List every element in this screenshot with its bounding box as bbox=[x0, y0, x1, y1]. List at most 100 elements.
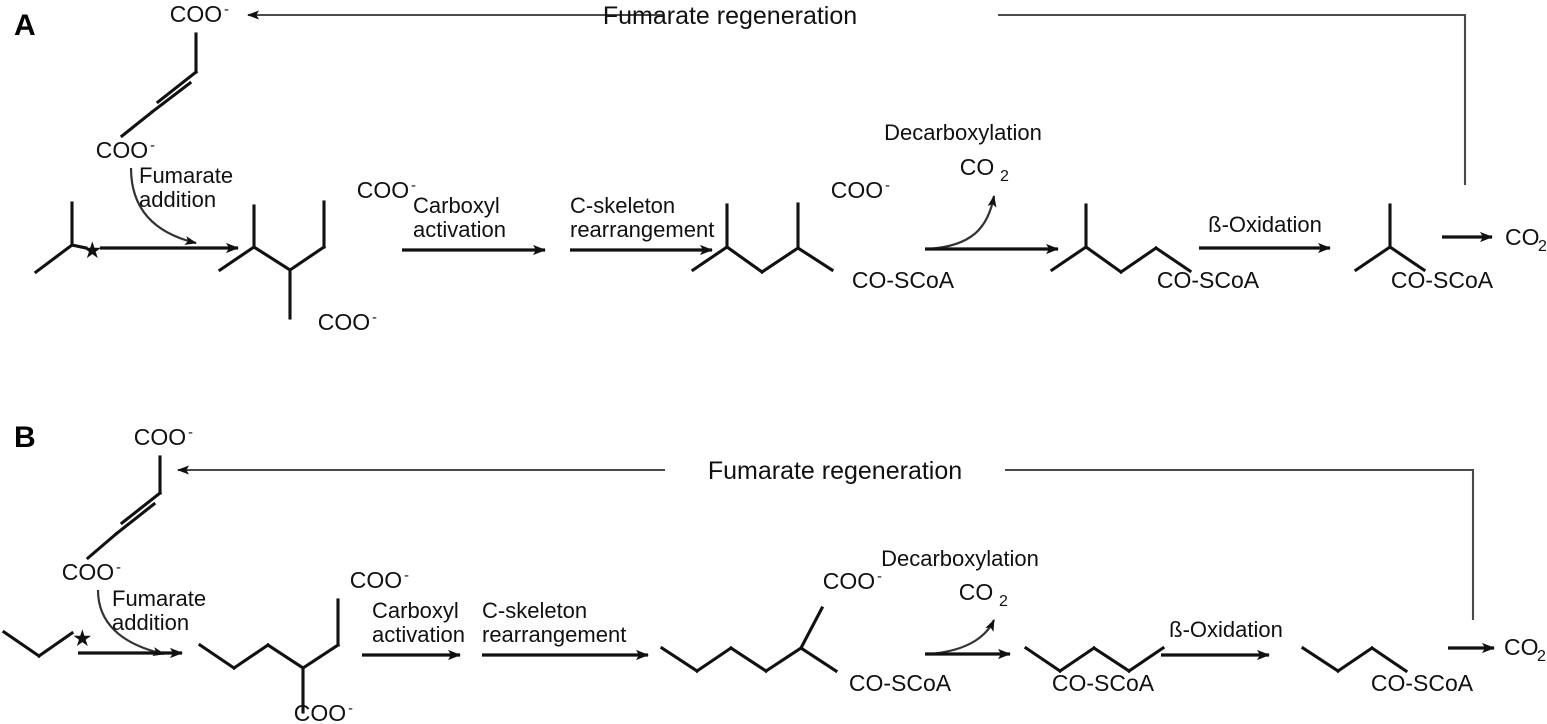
m3b-carboxylate-charge: - bbox=[877, 568, 882, 585]
m3-coa-thioester: CO-SCoA bbox=[852, 267, 955, 293]
fumarate-bottom-charge: - bbox=[150, 137, 155, 154]
panel-b-terminal-co2-subscript: 2 bbox=[1537, 648, 1546, 665]
m4-c3-c4 bbox=[1118, 245, 1159, 275]
panel-b-step-fumarate-addition-line2: addition bbox=[112, 610, 189, 635]
panel-b-molecule-decarboxylated: CO-SCoA bbox=[1023, 645, 1166, 696]
m2-methyl-left bbox=[217, 244, 257, 273]
panel-b-letter: B bbox=[14, 421, 36, 454]
m5b-c3-to-coa bbox=[1369, 645, 1409, 674]
m2b-c3-c4 bbox=[265, 642, 306, 671]
panel-a-molecule-succinate-adduct: COO - COO - bbox=[217, 177, 416, 335]
m2-bottom-carboxylate-charge: - bbox=[372, 309, 377, 326]
m5-methyl-left bbox=[1353, 244, 1393, 273]
panel-a-terminal-co2: CO bbox=[1505, 224, 1540, 250]
fumarate-top-carboxylate: COO bbox=[170, 1, 222, 27]
panel-b-decarboxylation-co2-subscript: 2 bbox=[999, 593, 1008, 610]
m5b-c1-c2 bbox=[1300, 645, 1341, 674]
panel-a-step-fumarate-addition-line2: addition bbox=[139, 187, 216, 212]
m3b-c2-c3 bbox=[694, 645, 734, 674]
m5b-c2-c3 bbox=[1335, 645, 1375, 674]
panel-a-step-rearrangement-line2: rearrangement bbox=[570, 217, 714, 242]
substrate-to-star bbox=[70, 243, 88, 250]
panel-a-fumarate-molecule: COO - COO - bbox=[96, 1, 229, 163]
m4b-c3-c4 bbox=[1091, 645, 1132, 674]
m4b-c1-c2 bbox=[1023, 645, 1063, 674]
m4-methyl-left bbox=[1049, 244, 1089, 273]
m4b-c2-c3 bbox=[1057, 645, 1097, 674]
panel-b-molecule-shortened-acyl-coa: CO-SCoA bbox=[1300, 645, 1474, 696]
m2b-c1-c2 bbox=[197, 642, 237, 671]
m2-bottom-carboxylate: COO bbox=[318, 309, 370, 335]
m2-c2-to-c3 bbox=[287, 244, 327, 273]
m3-c4-to-coa bbox=[795, 245, 835, 273]
panel-b-star-marker: ★ bbox=[72, 625, 93, 651]
m4-coa-thioester: CO-SCoA bbox=[1157, 267, 1260, 293]
m2-top-carboxylate-charge: - bbox=[411, 177, 416, 194]
panel-a-star-marker: ★ bbox=[82, 237, 103, 263]
panel-b-fumarate-regeneration-path bbox=[177, 465, 1475, 620]
panel-b-substrate-linear-alkane: ★ bbox=[1, 625, 93, 659]
panel-a-step-carboxyl-activation-line1: Carboxyl bbox=[413, 193, 500, 218]
panel-b-step-carboxyl-activation-line1: Carboxyl bbox=[372, 598, 459, 623]
panel-a-terminal-co2-subscript: 2 bbox=[1538, 238, 1547, 255]
m3-c3-c4 bbox=[759, 245, 801, 275]
panel-a-molecule-decarboxylated: CO-SCoA bbox=[1049, 203, 1260, 293]
panel-b-step-decarboxylation-label: Decarboxylation bbox=[881, 546, 1039, 571]
panel-b-step-rearrangement-line2: rearrangement bbox=[482, 622, 626, 647]
substrate-methyl-left bbox=[33, 242, 75, 275]
m2b-bottom-carboxylate: COO bbox=[294, 700, 346, 724]
fumarate-b-top-charge: - bbox=[188, 424, 193, 441]
m2-top-carboxylate: COO bbox=[357, 177, 409, 203]
panel-b-step-fumarate-addition-line1: Fumarate bbox=[112, 586, 206, 611]
panel-a-substrate-branched-alkane: ★ bbox=[33, 201, 103, 275]
fumarate-double-bond-inner bbox=[149, 80, 193, 115]
panel-b-decarboxylation-co2: CO bbox=[959, 579, 994, 605]
panel-a-step-decarboxylation-label: Decarboxylation bbox=[884, 120, 1042, 145]
panel-b-cycle-label: Fumarate regeneration bbox=[708, 457, 962, 485]
panel-a-molecule-rearranged: COO - CO-SCoA bbox=[690, 177, 955, 293]
m2-to-c2 bbox=[251, 244, 293, 273]
panel-a-step-beta-oxidation-label: ß-Oxidation bbox=[1208, 212, 1322, 237]
m3-carboxylate-charge: - bbox=[885, 177, 890, 194]
m5-to-coa bbox=[1387, 244, 1427, 273]
m3-c2-c3 bbox=[724, 244, 765, 275]
panel-a-step-fumarate-addition-line1: Fumarate bbox=[139, 163, 233, 188]
panel-b-co2-release-curve bbox=[927, 619, 995, 656]
m3b-c5-to-coa bbox=[798, 645, 839, 674]
panel-a-fumarate-addition-curve bbox=[129, 167, 197, 245]
panel-b-terminal-co2: CO bbox=[1504, 634, 1539, 660]
m2b-c4-c5 bbox=[300, 642, 341, 671]
m4b-coa-thioester: CO-SCoA bbox=[1052, 670, 1155, 696]
panel-a-fumarate-regeneration-path bbox=[247, 10, 1467, 185]
m3-carboxylate: COO bbox=[831, 177, 883, 203]
m5-coa-thioester: CO-SCoA bbox=[1391, 267, 1494, 293]
fumarate-b-bond-lower-slant bbox=[85, 531, 119, 561]
m3b-c3-c4 bbox=[728, 645, 769, 674]
substrate-b-c2-c3 bbox=[36, 630, 75, 659]
m3b-c1-c2 bbox=[659, 645, 700, 674]
fumarate-b-top-carboxylate: COO bbox=[134, 424, 186, 450]
m3b-c4-c5 bbox=[763, 645, 804, 674]
m4-c4-to-coa bbox=[1153, 245, 1193, 274]
panel-a-decarboxylation-co2-subscript: 2 bbox=[1000, 168, 1009, 185]
panel-a-letter: A bbox=[14, 9, 36, 42]
panel-b: B Fumarate regeneration COO - COO - Fuma… bbox=[1, 421, 1546, 724]
fumarate-b-bond-upper-slant bbox=[119, 490, 163, 526]
fumarate-b-bottom-carboxylate: COO bbox=[62, 559, 114, 585]
fumarate-b-double-bond-inner bbox=[113, 501, 157, 537]
panel-b-fumarate-addition-curve bbox=[96, 589, 165, 656]
m5b-coa-thioester: CO-SCoA bbox=[1371, 670, 1474, 696]
fumarate-bond-lower-slant bbox=[119, 109, 155, 139]
panel-a-step-rearrangement-line1: C-skeleton bbox=[570, 193, 675, 218]
fumarate-top-charge: - bbox=[224, 1, 229, 18]
m2b-top-carboxylate: COO bbox=[350, 567, 402, 593]
panel-b-fumarate-molecule: COO - COO - bbox=[62, 424, 193, 585]
m4b-c4-c5 bbox=[1126, 645, 1166, 674]
m2b-top-carboxylate-charge: - bbox=[404, 567, 409, 584]
m3b-carboxylate: COO bbox=[823, 568, 875, 594]
panel-b-step-beta-oxidation-label: ß-Oxidation bbox=[1169, 617, 1283, 642]
fumarate-bond-upper-slant bbox=[155, 69, 199, 105]
panel-b-step-carboxyl-activation-line2: activation bbox=[372, 622, 465, 647]
m3-methyl-left bbox=[690, 244, 730, 273]
